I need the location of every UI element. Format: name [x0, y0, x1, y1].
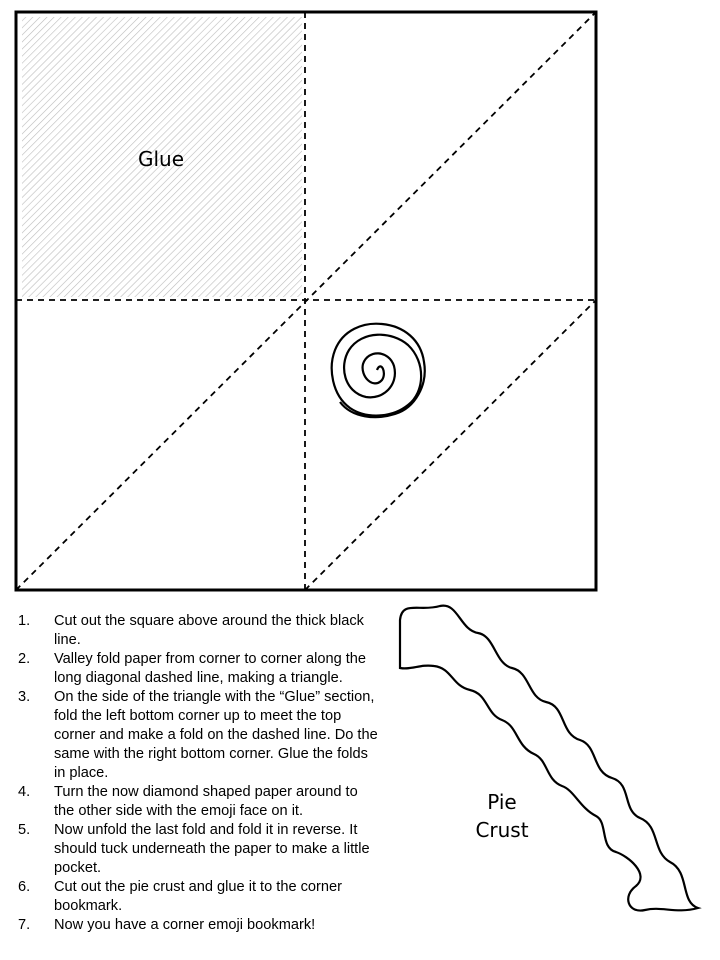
instruction-step: 3. On the side of the triangle with the “… — [18, 688, 380, 783]
fold-lines — [15, 11, 597, 591]
cut-square — [14, 10, 598, 592]
spiral-icon — [330, 322, 426, 419]
pie-crust-label-line2: Crust — [475, 818, 528, 842]
instruction-step: 6. Cut out the pie crust and glue it to t… — [18, 878, 380, 916]
step-text: Now you have a corner emoji bookmark! — [54, 917, 316, 933]
glue-area — [22, 17, 302, 297]
instruction-list: 1. Cut out the square above around the th… — [18, 612, 380, 935]
step-number: 4. — [18, 784, 31, 800]
step-text: Valley fold paper from corner to corner … — [54, 651, 367, 686]
step-number: 7. — [18, 917, 31, 933]
step-number: 3. — [18, 689, 31, 705]
instruction-step: 4. Turn the now diamond shaped paper arou… — [18, 783, 380, 821]
glue-label: Glue — [138, 147, 184, 171]
step-text: Turn the now diamond shaped paper around… — [54, 784, 358, 819]
step-number: 6. — [18, 879, 31, 895]
step-text: Cut out the square above around the thic… — [54, 613, 364, 648]
long-diagonal-fold-line — [15, 11, 597, 591]
short-diagonal-fold-line — [304, 299, 597, 591]
pie-crust-label-line1: Pie — [487, 790, 516, 814]
instruction-step: 7. Now you have a corner emoji bookmark! — [18, 916, 380, 935]
step-text: Now unfold the last fold and fold it in … — [54, 822, 370, 876]
instruction-step: 5. Now unfold the last fold and fold it i… — [18, 821, 380, 878]
step-number: 2. — [18, 651, 31, 667]
step-number: 5. — [18, 822, 31, 838]
step-text: Cut out the pie crust and glue it to the… — [54, 879, 342, 914]
instruction-step: 2. Valley fold paper from corner to corne… — [18, 650, 380, 688]
step-number: 1. — [18, 613, 31, 629]
step-text: On the side of the triangle with the “Gl… — [54, 689, 378, 781]
pie-crust-shape — [398, 604, 702, 912]
instruction-step: 1. Cut out the square above around the th… — [18, 612, 380, 650]
